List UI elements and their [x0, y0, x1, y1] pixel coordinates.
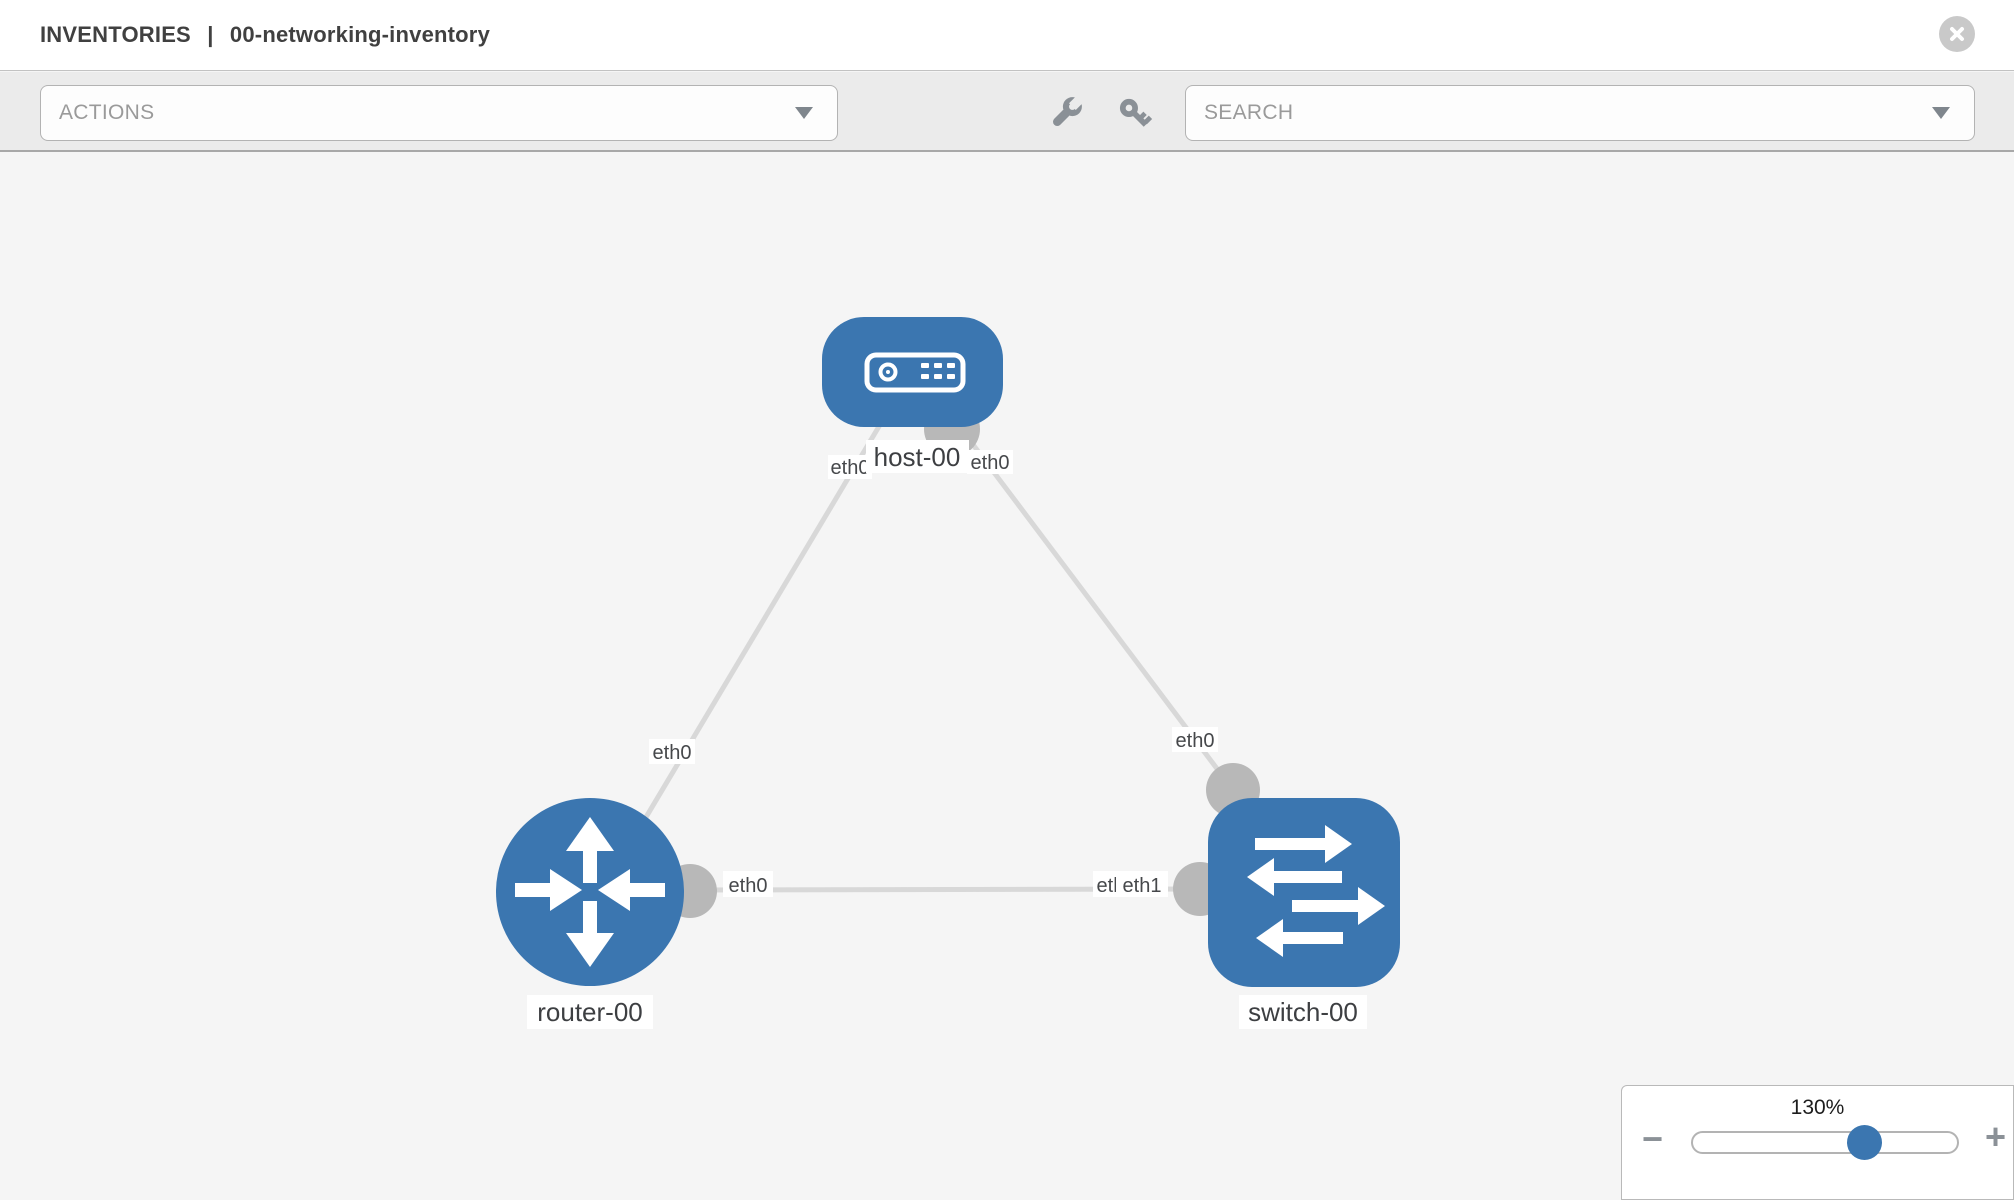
- search-dropdown-label: SEARCH: [1204, 101, 1294, 124]
- router-icon: [515, 817, 665, 967]
- zoom-slider-handle[interactable]: [1847, 1125, 1882, 1160]
- topology-canvas[interactable]: eth0 eth0 eth0 eth0 eth0 eth0: [0, 154, 2014, 1200]
- tools-button[interactable]: [1043, 92, 1087, 136]
- key-icon: [1119, 98, 1153, 127]
- if-label-switch-to-host: eth0: [1172, 727, 1218, 752]
- page-title: INVENTORIES | 00-networking-inventory: [40, 22, 490, 48]
- chevron-down-icon: [1932, 107, 1950, 119]
- svg-text:eth0: eth0: [1176, 730, 1215, 752]
- header-bar: INVENTORIES | 00-networking-inventory: [0, 0, 2014, 71]
- topology-graph: eth0 eth0 eth0 eth0 eth0 eth0: [496, 317, 1400, 1029]
- credentials-button[interactable]: [1113, 92, 1157, 136]
- node-switch-00[interactable]: [1208, 798, 1400, 987]
- svg-text:router-00: router-00: [537, 997, 643, 1027]
- wrench-icon: [1052, 95, 1084, 127]
- toolbar: ACTIONS: [0, 72, 2014, 152]
- close-button[interactable]: [1939, 16, 1975, 52]
- node-router-00[interactable]: [496, 798, 684, 986]
- close-icon: [1950, 27, 1964, 41]
- node-label-router-00: router-00: [527, 995, 653, 1029]
- if-label-host-to-switch: eth0: [967, 450, 1013, 474]
- svg-text:eth1: eth1: [1123, 875, 1162, 897]
- if-label-router-to-host: eth0: [649, 739, 695, 764]
- search-dropdown[interactable]: SEARCH: [1185, 85, 1975, 141]
- if-label-host-to-router: eth0: [828, 455, 872, 479]
- switch-icon: [1247, 825, 1385, 957]
- svg-text:eth0: eth0: [971, 452, 1010, 474]
- svg-text:eth0: eth0: [729, 875, 768, 897]
- breadcrumb-item: 00-networking-inventory: [229, 22, 491, 47]
- actions-dropdown-label: ACTIONS: [59, 101, 155, 124]
- actions-dropdown[interactable]: ACTIONS: [40, 85, 838, 141]
- zoom-control-panel: 130% − +: [1621, 1085, 2014, 1200]
- chevron-down-icon: [795, 107, 813, 119]
- if-label-switch-to-router: eth1: [1116, 871, 1168, 897]
- zoom-level-label: 130%: [1790, 1096, 1845, 1119]
- node-label-switch-00: switch-00: [1239, 995, 1367, 1029]
- zoom-slider-track[interactable]: [1691, 1131, 1959, 1154]
- svg-text:eth0: eth0: [831, 457, 870, 479]
- zoom-out-button[interactable]: −: [1642, 1118, 1664, 1159]
- svg-text:switch-00: switch-00: [1248, 997, 1358, 1027]
- svg-text:eth0: eth0: [653, 742, 692, 764]
- svg-text:host-00: host-00: [874, 442, 961, 472]
- host-icon: [864, 352, 966, 393]
- zoom-in-button[interactable]: +: [1985, 1116, 2007, 1157]
- node-host-00[interactable]: [822, 317, 1003, 427]
- node-label-host-00: host-00: [866, 440, 969, 473]
- if-label-router-to-switch: eth0: [723, 871, 773, 897]
- breadcrumb-section: INVENTORIES: [40, 22, 191, 47]
- breadcrumb-separator: |: [207, 22, 214, 47]
- link-host-router: [633, 416, 887, 836]
